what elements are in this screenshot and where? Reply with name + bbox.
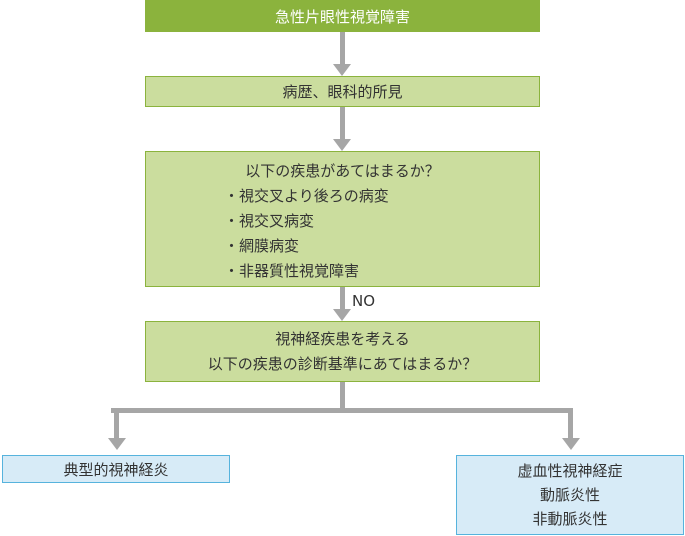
node-line: 視神経疾患を考える [275, 330, 410, 348]
node-differential-question: 以下の疾患があてはまるか？ ・視交叉より後ろの病変 ・視交叉病変 ・網膜病変 ・… [145, 151, 540, 287]
arrow-head-icon [333, 139, 351, 151]
list-item: ・非器質性視覚障害 [224, 262, 360, 280]
node-line: 非動脈炎性 [532, 510, 608, 528]
question-title: 以下の疾患があてはまるか？ [245, 162, 440, 180]
branch-horizontal-bar [111, 408, 572, 413]
list-item: ・視交叉病変 [224, 212, 315, 230]
node-line: 虚血性視神経症 [517, 462, 623, 480]
branch-left-drop [114, 408, 119, 438]
node-typical-optic-neuritis: 典型的視神経炎 [2, 455, 230, 483]
arrow-shaft [340, 32, 345, 64]
arrow-head-icon [333, 64, 351, 76]
arrow-head-icon [333, 309, 351, 321]
arrow-head-icon [562, 438, 580, 450]
node-start-label: 急性片眼性視覚障害 [274, 7, 410, 26]
differential-list: ・視交叉より後ろの病変 ・視交叉病変 ・網膜病変 ・非器質性視覚障害 [146, 184, 539, 284]
node-start: 急性片眼性視覚障害 [145, 0, 540, 32]
no-branch-label: NO [352, 292, 376, 310]
list-item: ・網膜病変 [224, 237, 300, 255]
branch-stem [340, 382, 345, 410]
list-item: ・視交叉より後ろの病変 [224, 187, 389, 205]
branch-right-drop [568, 408, 573, 438]
arrow-shaft [340, 107, 345, 139]
node-ischemic-optic-neuropathy: 虚血性視神経症 動脈炎性 非動脈炎性 [456, 455, 684, 535]
node-optic-nerve-question: 視神経疾患を考える 以下の疾患の診断基準にあてはまるか？ [145, 321, 540, 382]
arrow-head-icon [108, 438, 126, 450]
node-label: 典型的視神経炎 [63, 460, 169, 479]
node-line: 以下の疾患の診断基準にあてはまるか？ [207, 355, 478, 373]
node-line: 動脈炎性 [539, 486, 600, 504]
arrow-shaft [340, 287, 345, 309]
node-history-findings: 病歴、眼科的所見 [145, 76, 540, 107]
node-history-findings-label: 病歴、眼科的所見 [282, 83, 403, 101]
